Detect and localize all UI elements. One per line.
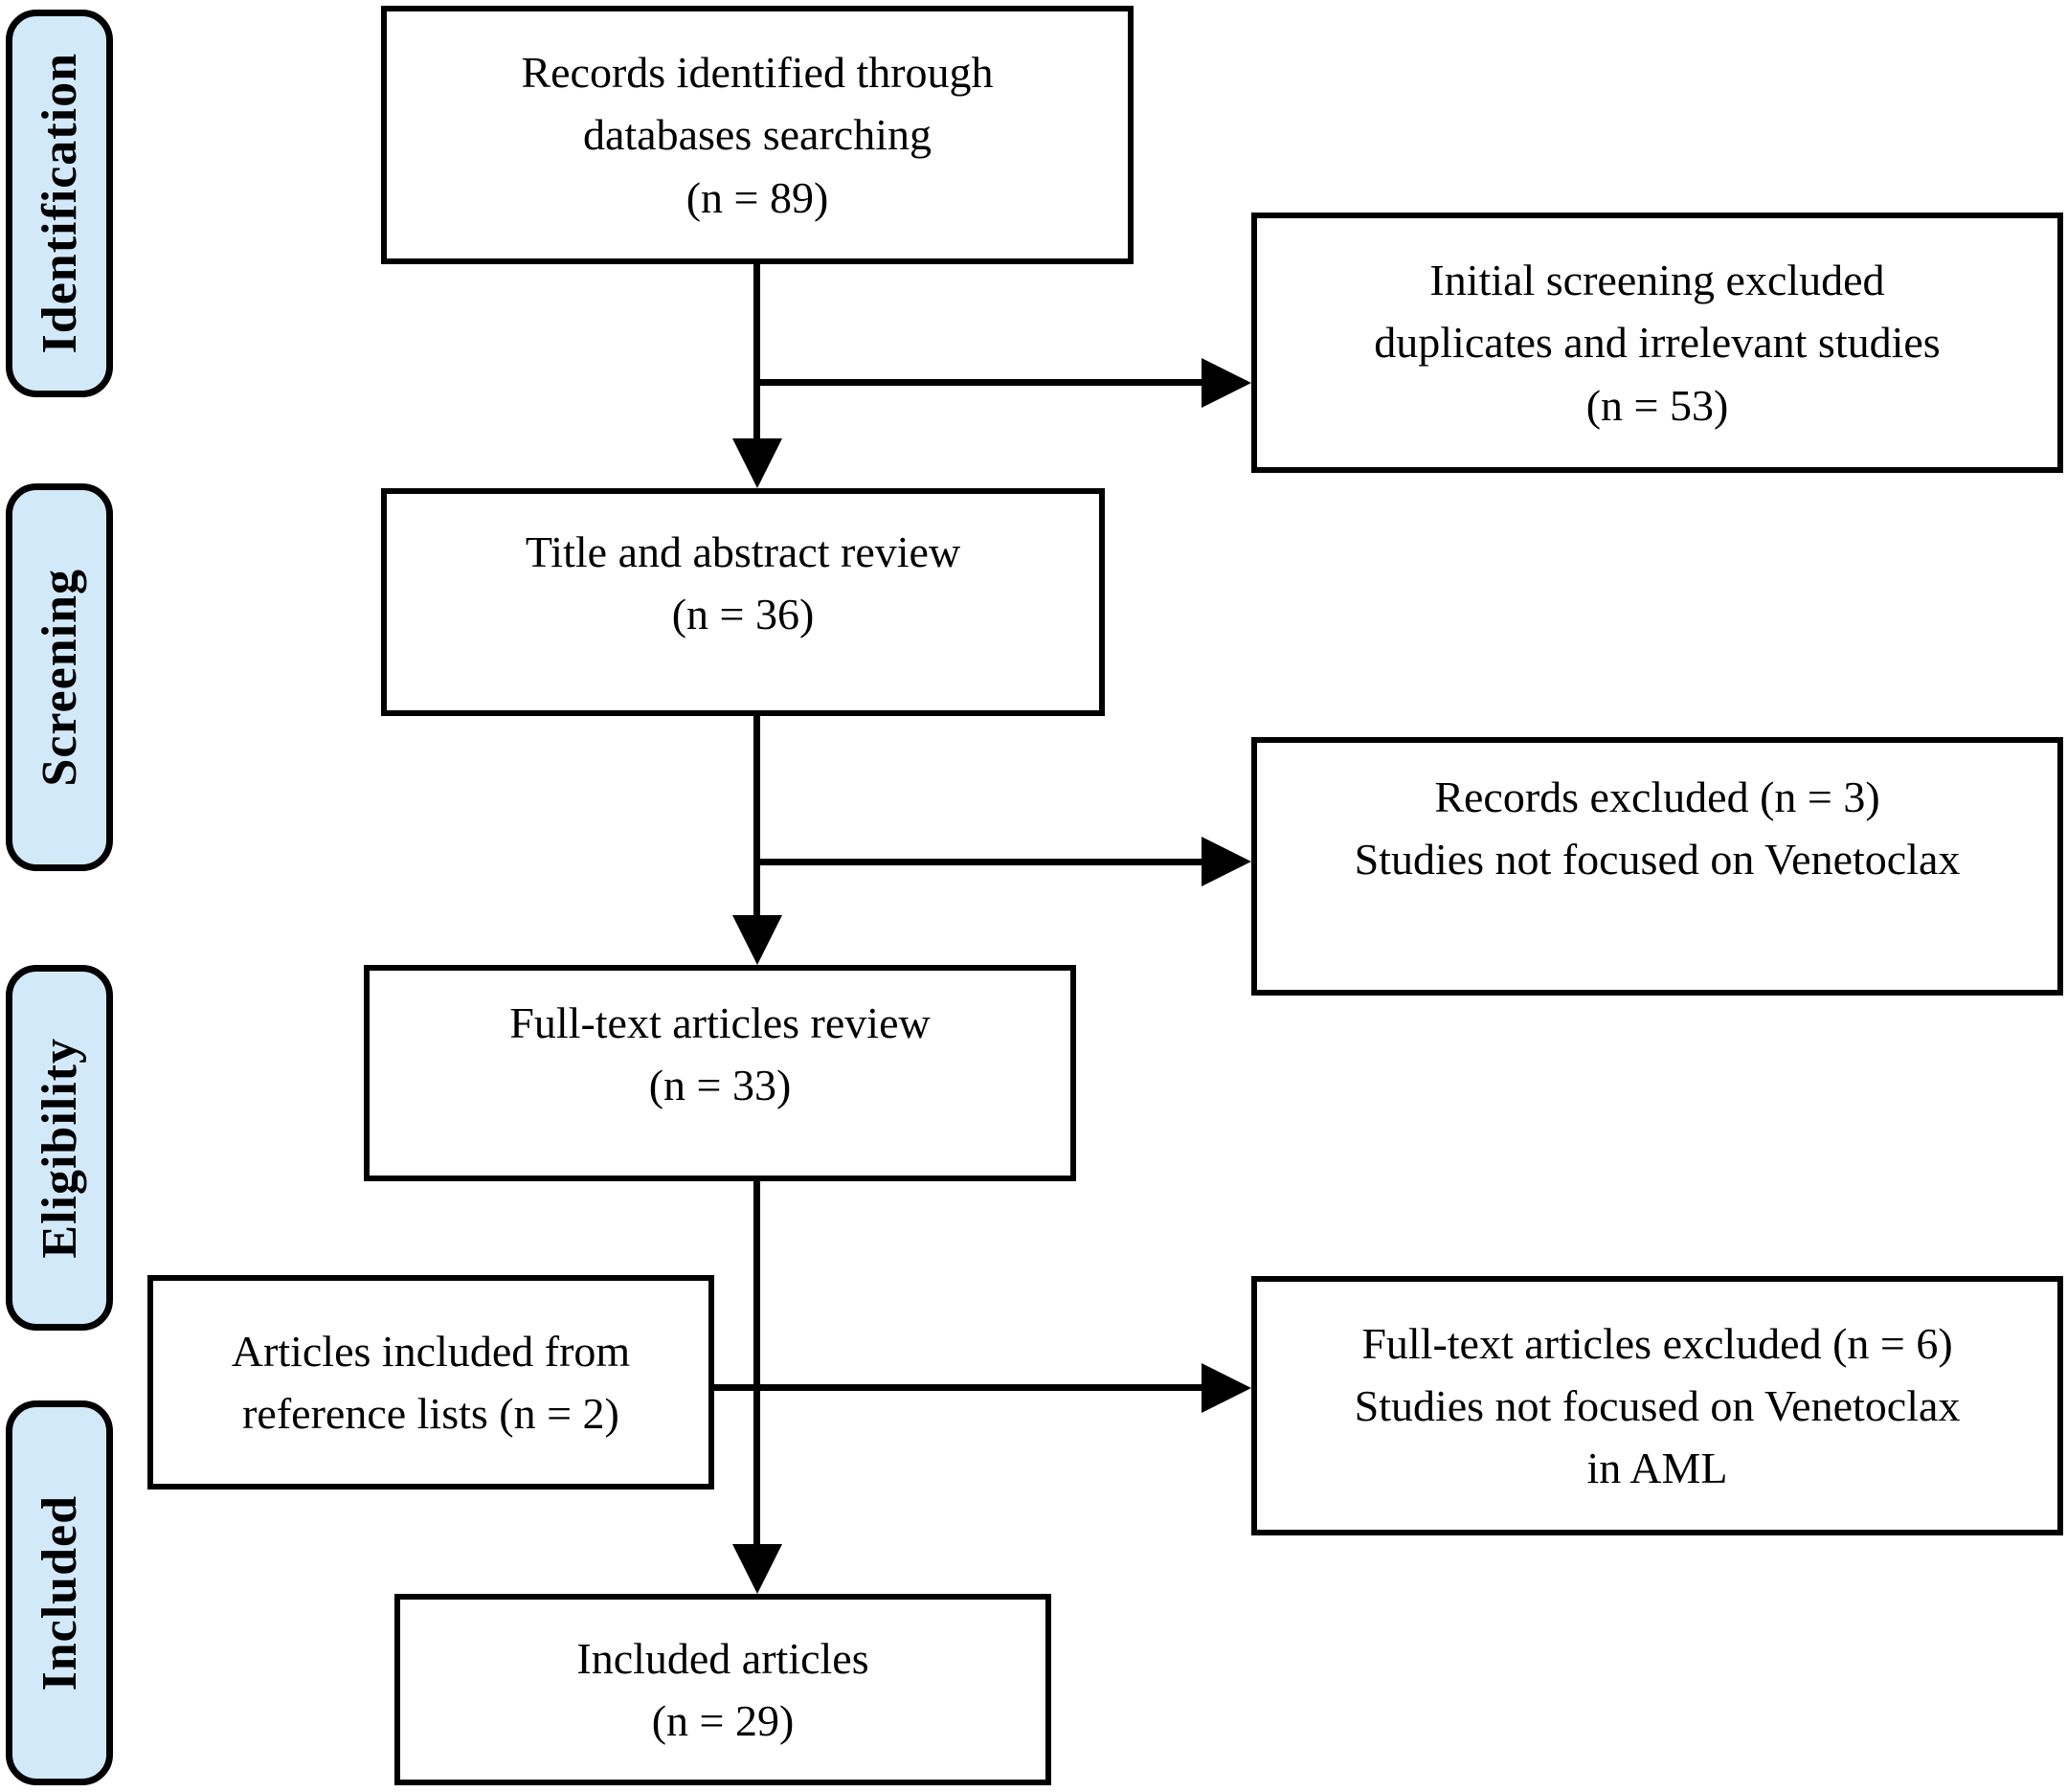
connector-fulltext-review-to-included — [753, 1181, 760, 1544]
stage-identification: Identification — [6, 10, 113, 397]
stage-eligibility: Eligibility — [6, 965, 113, 1331]
node-records-excluded-line2: Studies not focused on Venetoclax — [1354, 835, 1961, 884]
node-records-excluded: Records excluded (n = 3) Studies not foc… — [1251, 737, 2063, 996]
arrowhead-initial-screening-excluded — [1202, 358, 1251, 408]
node-records-identified-line1: Records identified through — [521, 48, 994, 98]
connector-branch-records-excluded — [757, 859, 1202, 865]
node-title-abstract-review-line2: (n = 36) — [671, 590, 815, 638]
node-included-articles: Included articles (n = 29) — [394, 1594, 1051, 1785]
node-records-excluded-line1: Records excluded (n = 3) — [1434, 772, 1880, 821]
node-records-identified: Records identified through databases sea… — [381, 6, 1134, 264]
node-initial-screening-excluded-line2: duplicates and irrelevant studies — [1374, 318, 1941, 368]
node-included-articles-line1: Included articles — [576, 1633, 869, 1683]
node-fulltext-review: Full-text articles review (n = 33) — [364, 965, 1076, 1181]
arrowhead-title-review-to-fulltext-review — [732, 915, 782, 965]
stage-identification-label: Identification — [32, 53, 87, 354]
stage-eligibility-label: Eligibility — [32, 1037, 87, 1259]
node-initial-screening-excluded: Initial screening excluded duplicates an… — [1251, 213, 2063, 473]
arrowhead-fulltext-review-to-included — [732, 1544, 782, 1594]
arrowhead-records-to-title-review — [732, 438, 782, 488]
node-fulltext-excluded: Full-text articles excluded (n = 6) Stud… — [1251, 1276, 2063, 1535]
stage-included-label: Included — [32, 1494, 87, 1691]
connector-branch-initial-screening-excluded — [757, 379, 1202, 386]
stage-screening-label: Screening — [32, 568, 87, 787]
arrowhead-records-excluded — [1202, 837, 1251, 886]
node-reference-lists-included-line1: Articles included from — [231, 1326, 631, 1376]
stage-included: Included — [6, 1400, 113, 1785]
connector-title-review-to-fulltext-review — [753, 716, 760, 915]
connector-records-to-title-review — [753, 264, 760, 438]
node-records-identified-line2: databases searching — [582, 110, 932, 160]
arrowhead-fulltext-excluded — [1202, 1363, 1251, 1413]
node-fulltext-excluded-line1: Full-text articles excluded (n = 6) — [1361, 1318, 1953, 1368]
node-fulltext-review-line2: (n = 33) — [648, 1061, 792, 1109]
node-title-abstract-review: Title and abstract review (n = 36) — [381, 488, 1105, 716]
connector-branch-fulltext-excluded — [714, 1384, 1202, 1391]
node-fulltext-excluded-line2: Studies not focused on Venetoclax — [1354, 1380, 1961, 1430]
node-initial-screening-excluded-line1: Initial screening excluded — [1429, 256, 1885, 305]
node-initial-screening-excluded-line3: (n = 53) — [1585, 380, 1729, 430]
stage-screening: Screening — [6, 483, 113, 871]
node-reference-lists-included: Articles included from reference lists (… — [147, 1275, 714, 1490]
node-title-abstract-review-line1: Title and abstract review — [525, 526, 961, 576]
node-fulltext-review-line1: Full-text articles review — [509, 997, 931, 1047]
node-reference-lists-included-line2: reference lists (n = 2) — [242, 1389, 619, 1438]
node-included-articles-line2: (n = 29) — [651, 1696, 795, 1745]
node-fulltext-excluded-line3: in AML — [1586, 1444, 1728, 1493]
node-records-identified-line3: (n = 89) — [685, 172, 829, 222]
